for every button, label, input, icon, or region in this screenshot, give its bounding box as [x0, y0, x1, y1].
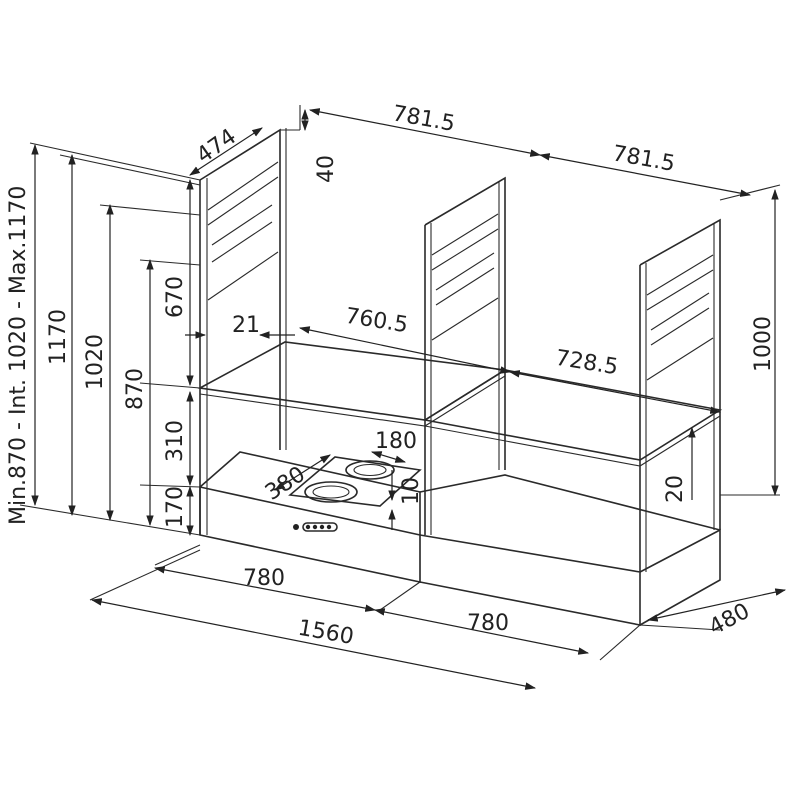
dim-hob-depth: 180 — [375, 429, 417, 454]
dim-top-width-left: 781.5 — [391, 101, 457, 137]
dim-hood-height: 170 — [163, 486, 188, 528]
dimension-labels: 474 40 781.5 781.5 Min.870 - Int. 1020 -… — [6, 101, 776, 650]
dim-top-offset: 40 — [314, 155, 339, 183]
dim-height-range: Min.870 - Int. 1020 - Max.1170 — [6, 186, 31, 525]
dim-side-offset: 21 — [232, 313, 260, 338]
dim-hob-width: 380 — [261, 462, 310, 506]
dim-bottom-width-left: 780 — [243, 566, 285, 591]
dim-height-total: 1170 — [46, 309, 71, 365]
dim-upper-frame: 670 — [163, 276, 188, 318]
dim-inner-width-right: 728.5 — [554, 346, 620, 381]
dim-shelf-gap: 20 — [663, 475, 688, 503]
dim-bottom-total: 1560 — [296, 616, 355, 650]
dim-height-min: 870 — [123, 368, 148, 410]
control-panel — [293, 522, 338, 532]
dim-frame-height-right: 1000 — [751, 316, 776, 372]
shelf-left — [197, 341, 508, 427]
frame-middle — [424, 176, 506, 535]
dim-top-width-right: 781.5 — [611, 141, 677, 177]
hob-cooktop — [288, 456, 422, 507]
dim-middle-frame: 310 — [163, 420, 188, 462]
dim-bottom-width-right: 780 — [467, 611, 509, 636]
dim-hob-offset: 10 — [399, 477, 424, 505]
dim-inner-width-left: 760.5 — [344, 304, 410, 339]
dim-top-depth: 474 — [192, 124, 241, 169]
dim-bottom-depth: 480 — [705, 599, 754, 641]
dim-height-mid: 1020 — [83, 334, 108, 390]
dimension-lines — [19, 105, 787, 690]
